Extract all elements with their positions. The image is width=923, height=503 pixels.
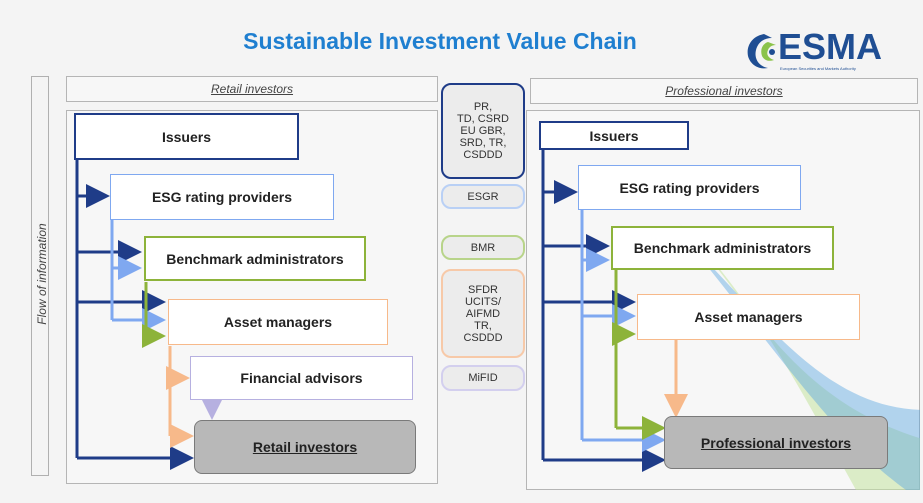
professional-asset-managers-node: Asset managers <box>637 294 860 340</box>
professional-header: Professional investors <box>530 78 918 104</box>
regulation-esgr: ESGR <box>441 184 525 209</box>
esma-star-icon <box>747 34 776 69</box>
professional-header-label: Professional investors <box>665 84 783 98</box>
professional-issuers-node: Issuers <box>539 121 689 150</box>
professional-benchmark-administrators-node: Benchmark administrators <box>611 226 834 270</box>
esma-logo: ESMA European Securities and Markets Aut… <box>742 26 912 76</box>
retail-investors-node: Retail investors <box>194 420 416 474</box>
retail-issuers-node: Issuers <box>74 113 299 160</box>
retail-header-label: Retail investors <box>210 82 294 96</box>
retail-asset-managers-node: Asset managers <box>168 299 388 345</box>
professional-investors-label: Professional investors <box>700 434 852 451</box>
professional-investors-node: Professional investors <box>664 416 888 469</box>
retail-investors-label: Retail investors <box>252 439 358 455</box>
flow-of-information-label: Flow of information <box>31 76 49 476</box>
regulation-mifid: MiFID <box>441 365 525 391</box>
regulation-issuers: PR, TD, CSRD EU GBR, SRD, TR, CSDDD <box>441 83 525 179</box>
retail-benchmark-administrators-node: Benchmark administrators <box>144 236 366 281</box>
retail-financial-advisors-node: Financial advisors <box>190 356 413 400</box>
retail-header: Retail investors <box>66 76 438 102</box>
logo-word: ESMA <box>778 26 883 67</box>
page-title: Sustainable Investment Value Chain <box>243 28 637 54</box>
regulation-asset-managers: SFDR UCITS/ AIFMD TR, CSDDD <box>441 269 525 358</box>
professional-esg-rating-providers-node: ESG rating providers <box>578 165 801 210</box>
regulation-bmr: BMR <box>441 235 525 260</box>
logo-subtitle: European Securities and Markets Authorit… <box>780 66 856 71</box>
retail-esg-rating-providers-node: ESG rating providers <box>110 174 334 220</box>
